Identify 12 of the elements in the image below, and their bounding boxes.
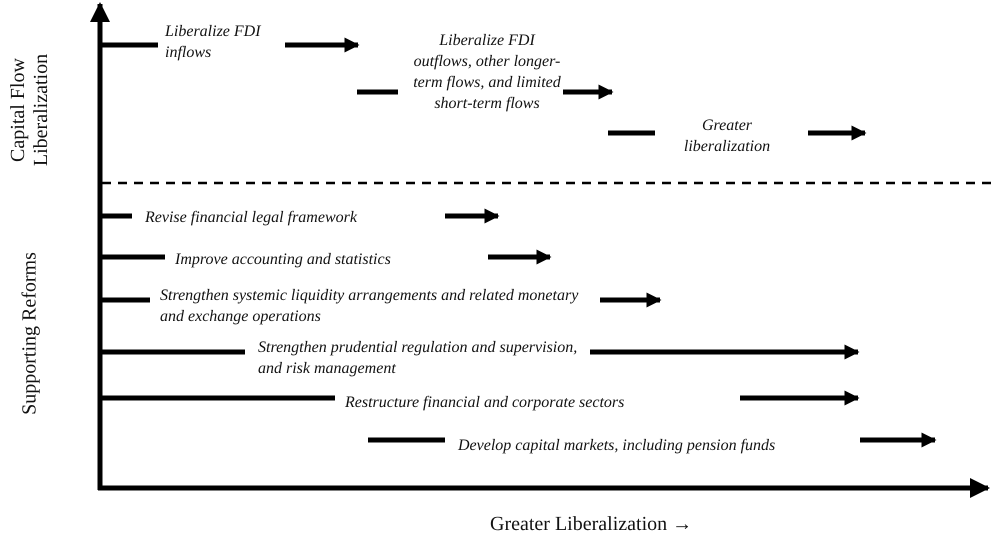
step-text: Strengthen systemic liquidity arrangements and related monetary and exchange operations (160, 286, 580, 327)
step-text: Strengthen prudential regulation and supervision, and risk management (258, 338, 578, 379)
step-text: Revise financial legal framework (145, 208, 358, 228)
step-text: Greater liberalization (682, 116, 772, 157)
step-text: Liberalize FDI inflows (165, 22, 262, 63)
axis-label: Greater Liberalization → (490, 513, 694, 536)
step-text: Improve accounting and statistics (175, 250, 392, 270)
step-text: Develop capital markets, including pension funds (458, 436, 776, 456)
axis-label: Supporting Reforms (18, 251, 42, 417)
step-text: Restructure financial and corporate sectors (345, 393, 626, 413)
step-text: Liberalize FDI outflows, other longer-term flows, and limited short-term flows (412, 31, 562, 114)
axis-label: Capital Flow Liberalization (7, 52, 53, 168)
